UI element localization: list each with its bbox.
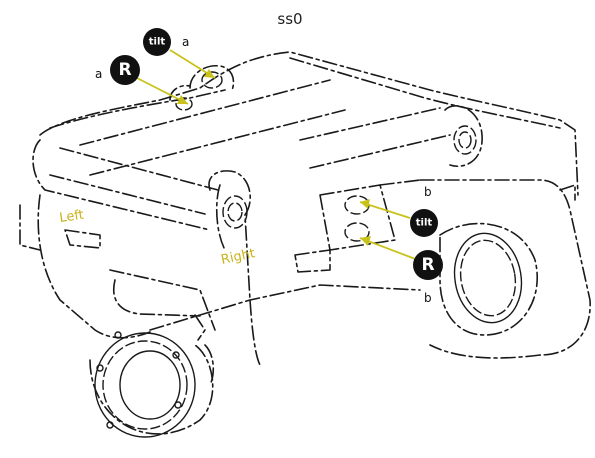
svg-text:tilt: tilt <box>149 37 166 48</box>
badge-tilt-right: tilt <box>410 209 438 237</box>
arrow-r-b <box>359 237 419 261</box>
diagram-title: ss0 <box>277 10 302 28</box>
badge-tilt-top: tilt <box>143 28 171 56</box>
arrow-head-r-b <box>360 236 371 246</box>
port-label-b-bottom: b <box>424 291 432 305</box>
badge-r-right: R <box>413 250 443 280</box>
bracket-drawing <box>19 51 591 438</box>
arrow-head-r-a <box>177 95 188 104</box>
badge-r-top: R <box>110 55 140 85</box>
svg-text:R: R <box>421 255 434 275</box>
port-label-a-top: a <box>182 35 189 49</box>
arrow-head-tilt-b <box>360 199 370 209</box>
arrow-head-tilt-a <box>204 69 215 78</box>
side-label-left: Left <box>58 208 84 226</box>
side-label-right: Right <box>220 246 257 268</box>
svg-text:R: R <box>118 60 131 80</box>
port-label-b-top: b <box>424 185 432 199</box>
svg-text:tilt: tilt <box>416 218 433 229</box>
port-label-a-left: a <box>95 67 102 81</box>
